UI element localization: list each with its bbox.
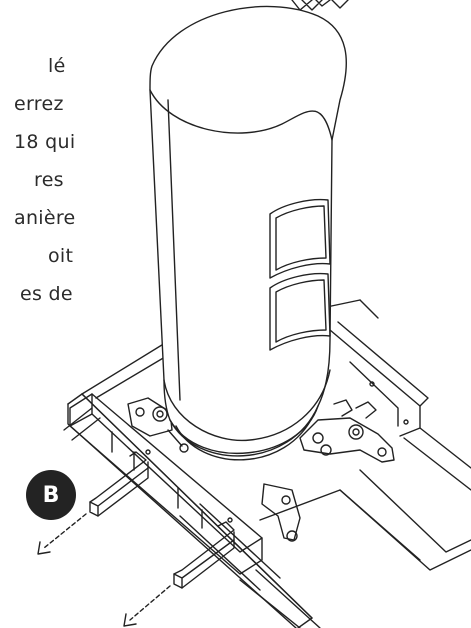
step-badge-b: B <box>26 470 76 520</box>
top-fragment <box>291 0 349 11</box>
pallet-left-rail <box>63 393 313 628</box>
instruction-line-6: oit <box>48 245 74 267</box>
instruction-line-7: es de <box>20 283 73 305</box>
pallet-right-rail <box>329 321 471 571</box>
instruction-line-2: errez <box>14 93 64 115</box>
instruction-line-5: anière <box>14 207 76 229</box>
speaker-body <box>149 5 347 454</box>
pallet-slats <box>179 489 421 628</box>
instruction-line-3: 18 qui <box>14 131 76 153</box>
speaker-handles <box>269 198 331 351</box>
instruction-line-4: res <box>34 169 64 191</box>
speaker-brackets <box>127 397 395 542</box>
arrow-heads <box>37 541 137 627</box>
removal-arrows <box>43 513 171 621</box>
sliding-block-1 <box>89 451 149 517</box>
pallet-front-beam <box>69 393 263 575</box>
sliding-block-2 <box>173 521 235 589</box>
instruction-line-1: lé <box>48 55 66 77</box>
speaker-details <box>149 89 333 461</box>
